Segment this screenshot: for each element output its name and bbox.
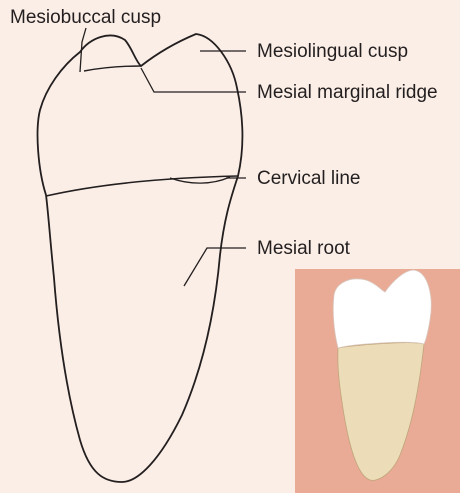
label-mesiobuccal-cusp: Mesiobuccal cusp xyxy=(10,7,162,28)
label-mesial-root: Mesial root xyxy=(257,238,350,259)
leader-marginal-ridge xyxy=(140,67,246,93)
label-cervical-line: Cervical line xyxy=(257,168,361,189)
label-mesiolingual-cusp: Mesiolingual cusp xyxy=(257,41,409,62)
cervical-line-bulge xyxy=(169,176,231,184)
label-mesial-marginal-ridge: Mesial marginal ridge xyxy=(257,82,438,103)
tooth-outline xyxy=(36,33,244,483)
inset-crown xyxy=(332,269,432,349)
leader-mesiobuccal xyxy=(79,27,87,73)
occlusal-ridge-line xyxy=(83,65,142,72)
cervical-line-mark xyxy=(45,175,239,197)
leader-mesial-root xyxy=(183,247,246,287)
